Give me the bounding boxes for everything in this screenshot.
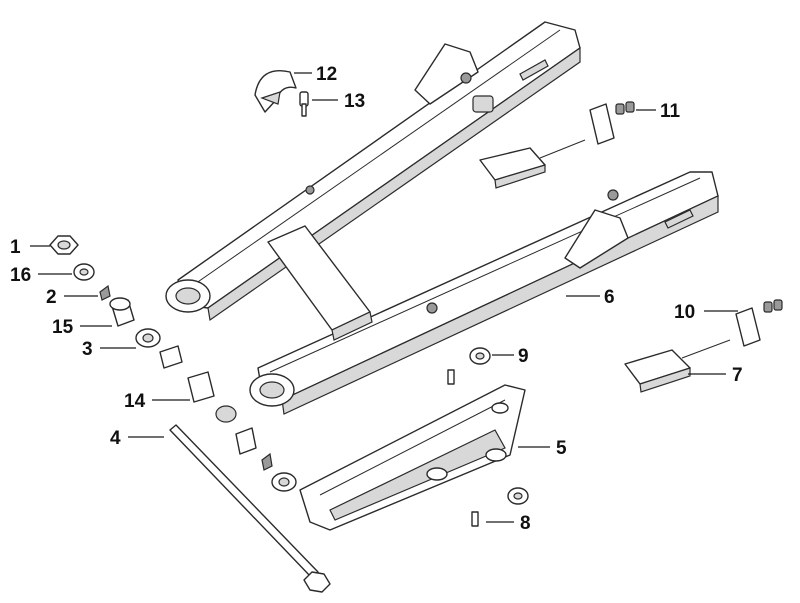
callout-5: 5 xyxy=(556,438,567,459)
callout-7: 7 xyxy=(732,365,743,386)
hardware-part-9 xyxy=(447,347,491,385)
pivot-hardware xyxy=(49,235,331,593)
clip-part-12 xyxy=(254,70,297,113)
axle-slot-lower xyxy=(664,209,694,229)
chain-adjuster-lower xyxy=(624,299,783,393)
axle-slot-upper xyxy=(519,59,549,81)
bolt-part-13 xyxy=(299,91,309,117)
callout-6: 6 xyxy=(604,287,615,308)
callout-9: 9 xyxy=(518,346,529,367)
chain-guard xyxy=(299,384,526,531)
lower-bracket xyxy=(564,209,629,269)
leader-lines xyxy=(30,72,738,523)
callout-11: 11 xyxy=(660,101,681,122)
callout-3: 3 xyxy=(82,339,93,360)
callout-10: 10 xyxy=(674,302,695,323)
callout-4: 4 xyxy=(110,428,121,449)
callout-1: 1 xyxy=(10,237,21,258)
callout-8: 8 xyxy=(520,513,531,534)
callout-12: 12 xyxy=(316,64,337,85)
callout-16: 16 xyxy=(10,265,31,286)
callout-13: 13 xyxy=(344,91,365,112)
callout-15: 15 xyxy=(52,317,74,338)
callout-14: 14 xyxy=(124,391,146,412)
chain-adjuster-upper xyxy=(479,101,635,189)
upper-bracket xyxy=(414,43,479,105)
swingarm xyxy=(165,21,719,415)
hardware-part-8 xyxy=(471,487,529,527)
callout-2: 2 xyxy=(46,287,57,308)
